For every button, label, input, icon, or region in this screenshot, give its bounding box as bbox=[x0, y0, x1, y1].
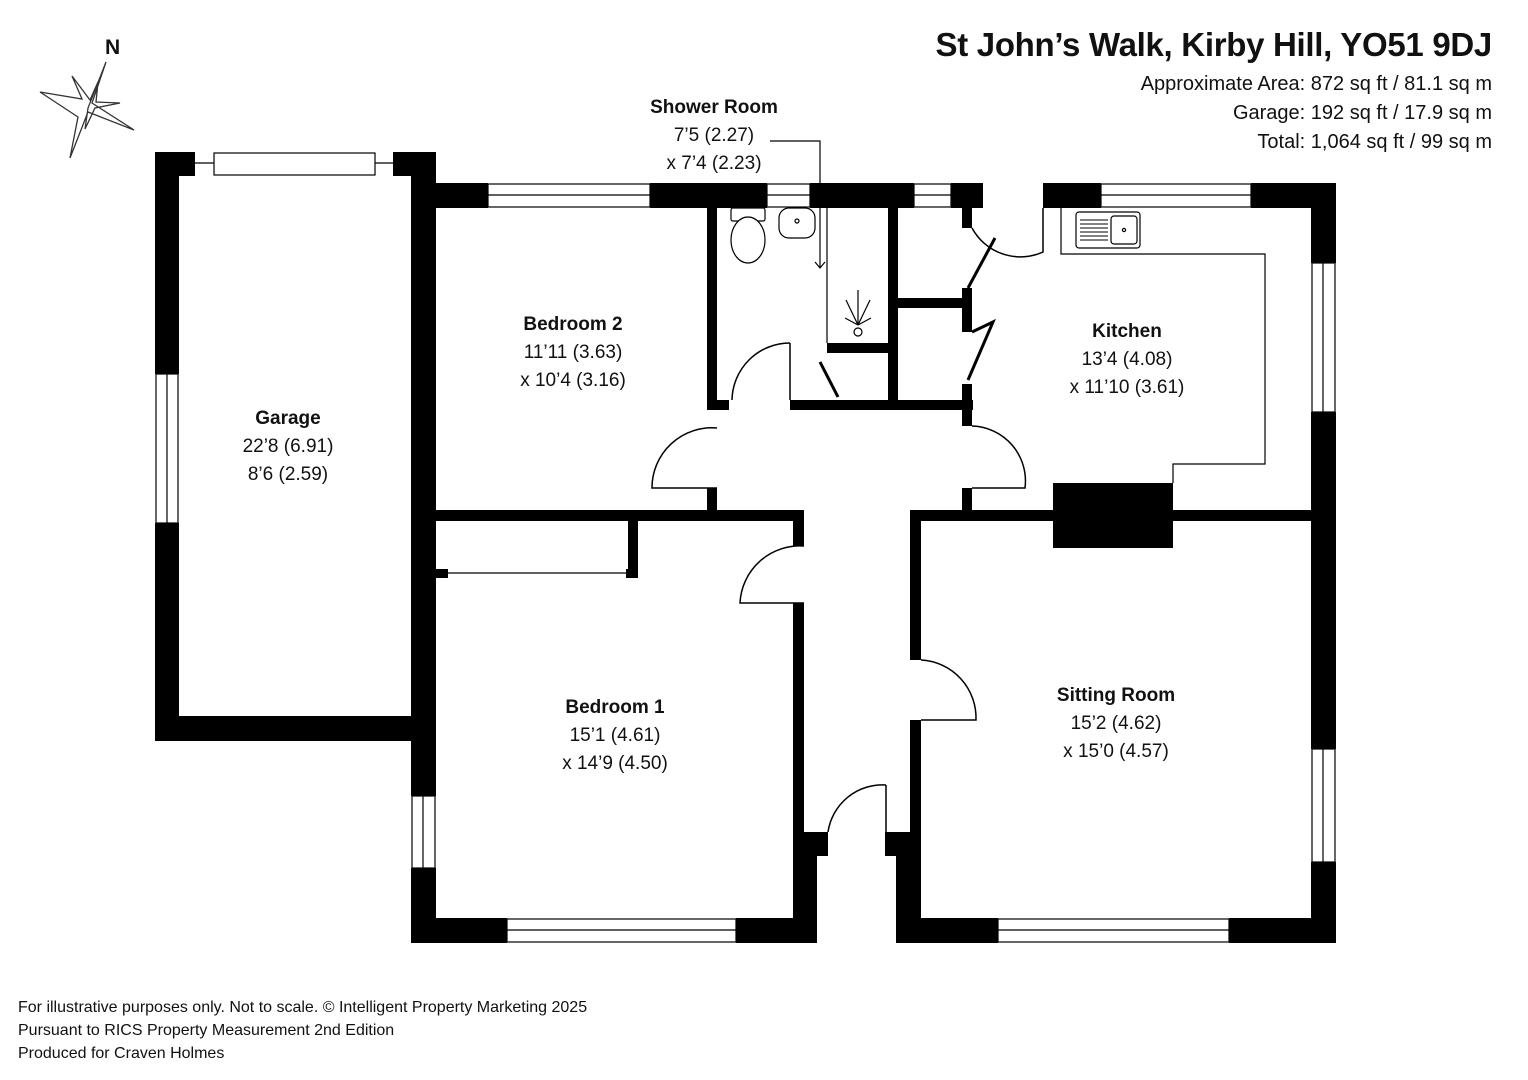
walls bbox=[155, 152, 1336, 943]
room-shower: Shower Room 7’5 (2.27) x 7’4 (2.23) bbox=[650, 94, 778, 178]
room-name: Bedroom 2 bbox=[523, 314, 623, 335]
total-area: Total: 1,064 sq ft / 99 sq m bbox=[1257, 131, 1492, 153]
dimension-pointer bbox=[770, 140, 821, 268]
door-bedroom1 bbox=[739, 545, 805, 604]
room-dim: 15’1 (4.61) bbox=[569, 725, 661, 746]
room-kitchen: Kitchen 13’4 (4.08) x 11’10 (3.61) bbox=[1070, 318, 1185, 402]
room-garage: Garage 22’8 (6.91) 8’6 (2.59) bbox=[243, 405, 334, 489]
room-bedroom1: Bedroom 1 15’1 (4.61) x 14’9 (4.50) bbox=[562, 694, 668, 778]
room-dim: 22’8 (6.91) bbox=[242, 436, 334, 457]
room-dim: 7’5 (2.27) bbox=[673, 125, 755, 146]
shower-head-icon bbox=[844, 290, 872, 337]
door-kitchen-back bbox=[971, 208, 1044, 258]
disclaimer: For illustrative purposes only. Not to s… bbox=[18, 996, 587, 1065]
room-name: Sitting Room bbox=[1056, 685, 1176, 706]
property-title: St John’s Walk, Kirby Hill, YO51 9DJ bbox=[935, 26, 1493, 63]
room-dim: x 7’4 (2.23) bbox=[666, 153, 762, 174]
room-dim: x 14’9 (4.50) bbox=[562, 753, 668, 774]
compass-star-icon bbox=[39, 61, 135, 159]
fixtures bbox=[730, 207, 1141, 264]
approx-area: Approximate Area: 872 sq ft / 81.1 sq m bbox=[1140, 73, 1492, 95]
door-kitchen bbox=[971, 425, 1027, 489]
room-name: Shower Room bbox=[650, 97, 778, 118]
disclaimer-line: Pursuant to RICS Property Measurement 2n… bbox=[18, 1022, 395, 1039]
room-dim: 8’6 (2.59) bbox=[247, 464, 329, 485]
area-summary: Approximate Area: 872 sq ft / 81.1 sq m … bbox=[1141, 70, 1492, 157]
room-sitting: Sitting Room 15’2 (4.62) x 15’0 (4.57) bbox=[1057, 682, 1175, 766]
door-shower bbox=[731, 342, 791, 401]
outlines bbox=[770, 140, 1266, 483]
room-name: Garage bbox=[255, 408, 321, 429]
toilet-bowl-icon bbox=[730, 216, 766, 264]
disclaimer-line: Produced for Craven Holmes bbox=[18, 1045, 225, 1062]
room-dim: 15’2 (4.62) bbox=[1070, 713, 1162, 734]
door-sitting bbox=[920, 659, 977, 721]
room-name: Bedroom 1 bbox=[565, 697, 665, 718]
room-name: Kitchen bbox=[1092, 321, 1162, 342]
kitchen-worktop bbox=[1060, 208, 1266, 483]
front-door bbox=[827, 784, 887, 833]
room-dim: x 10’4 (3.16) bbox=[520, 370, 626, 391]
room-dim: 13’4 (4.08) bbox=[1081, 349, 1173, 370]
doors bbox=[651, 208, 1044, 833]
garage-area: Garage: 192 sq ft / 17.9 sq m bbox=[1232, 102, 1492, 124]
room-dim: 11’11 (3.63) bbox=[523, 342, 623, 363]
room-dim: x 15’0 (4.57) bbox=[1063, 741, 1169, 762]
windows bbox=[155, 152, 1336, 943]
compass-north-label: N bbox=[105, 36, 121, 59]
door-bedroom2 bbox=[651, 427, 718, 489]
room-dim: x 11’10 (3.61) bbox=[1069, 377, 1185, 398]
room-bedroom2: Bedroom 2 11’11 (3.63) x 10’4 (3.16) bbox=[520, 311, 626, 395]
disclaimer-line: For illustrative purposes only. Not to s… bbox=[18, 999, 588, 1016]
